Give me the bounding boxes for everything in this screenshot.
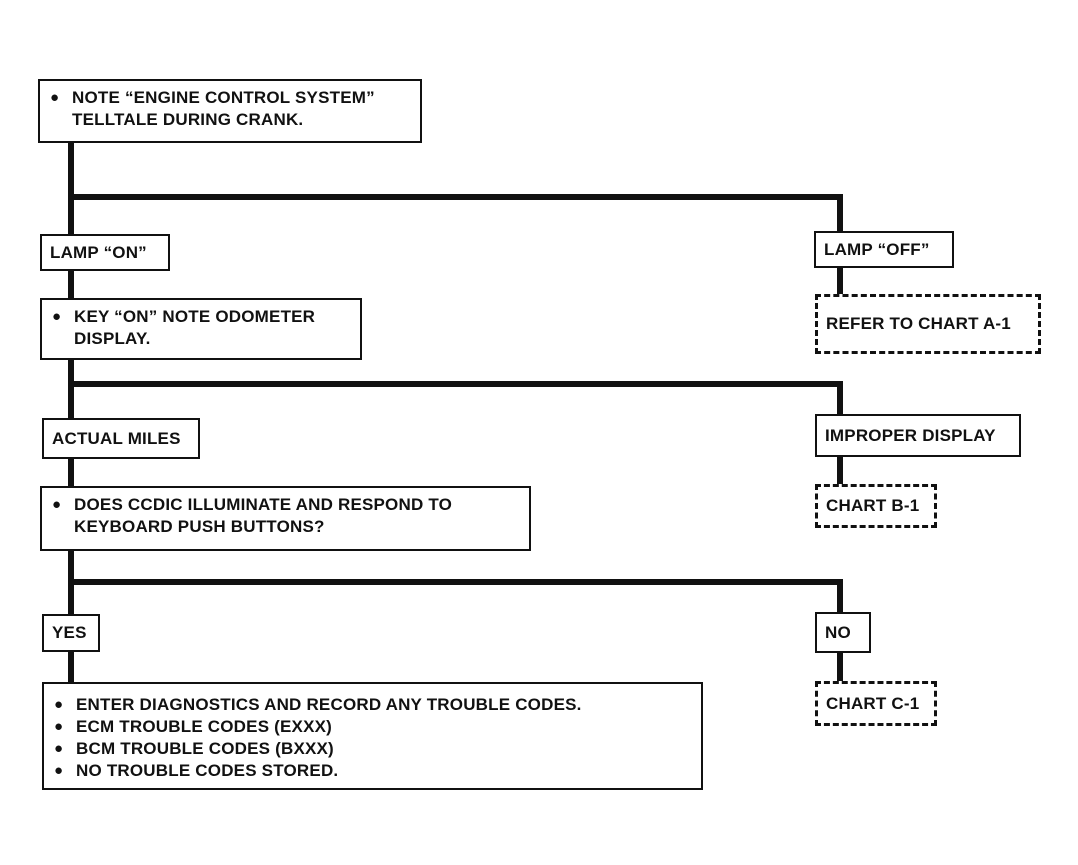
bullet-dot: ● <box>54 740 64 757</box>
actual-miles-text: ACTUAL MILES <box>52 428 181 448</box>
step3-line-1: DOES CCDIC ILLUMINATE AND RESPOND TO <box>74 495 453 514</box>
step-note-telltale: ● NOTE “ENGINE CONTROL SYSTEM” TELLTALE … <box>38 79 422 143</box>
bullet-dot: ● <box>50 89 60 106</box>
bullet-dot: ● <box>54 762 64 779</box>
yes-text: YES <box>52 623 87 642</box>
step-enter-diagnostics: ● ENTER DIAGNOSTICS AND RECORD ANY TROUB… <box>42 682 703 790</box>
step4-item-4: NO TROUBLE CODES STORED. <box>76 761 339 780</box>
refer-chart-c1: CHART C-1 <box>815 681 937 726</box>
chart-a1-text: REFER TO CHART A-1 <box>826 314 1011 333</box>
step4-item-3: BCM TROUBLE CODES (BXXX) <box>76 739 334 758</box>
step2-line-2: DISPLAY. <box>74 329 151 348</box>
bullet-dot: ● <box>52 308 62 325</box>
lamp-on-label: LAMP “ON” <box>40 234 170 271</box>
step1-line-2: TELLTALE DURING CRANK. <box>72 110 304 129</box>
bullet-dot: ● <box>54 718 64 735</box>
step-note-odometer: ● KEY “ON” NOTE ODOMETER DISPLAY. <box>40 298 362 360</box>
chart-b1-text: CHART B-1 <box>826 496 920 515</box>
improper-display-label: IMPROPER DISPLAY <box>815 414 1021 457</box>
lamp-off-text: LAMP “OFF” <box>824 239 930 259</box>
yes-label: YES <box>42 614 100 652</box>
lamp-on-text: LAMP “ON” <box>50 242 147 262</box>
bullet-dot: ● <box>54 696 64 713</box>
no-label: NO <box>815 612 871 653</box>
improper-display-text: IMPROPER DISPLAY <box>825 425 996 445</box>
step4-item-1: ENTER DIAGNOSTICS AND RECORD ANY TROUBLE… <box>76 695 582 714</box>
lamp-off-label: LAMP “OFF” <box>814 231 954 268</box>
refer-chart-a1: REFER TO CHART A-1 <box>815 294 1041 354</box>
step2-line-1: KEY “ON” NOTE ODOMETER <box>74 307 316 326</box>
actual-miles-label: ACTUAL MILES <box>42 418 200 459</box>
step-ccdic-check: ● DOES CCDIC ILLUMINATE AND RESPOND TO K… <box>40 486 531 551</box>
step3-line-2: KEYBOARD PUSH BUTTONS? <box>74 517 325 536</box>
step4-item-2: ECM TROUBLE CODES (EXXX) <box>76 717 333 736</box>
step1-line-1: NOTE “ENGINE CONTROL SYSTEM” <box>72 88 375 107</box>
refer-chart-b1: CHART B-1 <box>815 484 937 528</box>
no-text: NO <box>825 622 851 642</box>
chart-c1-text: CHART C-1 <box>826 693 920 713</box>
bullet-dot: ● <box>52 496 62 513</box>
